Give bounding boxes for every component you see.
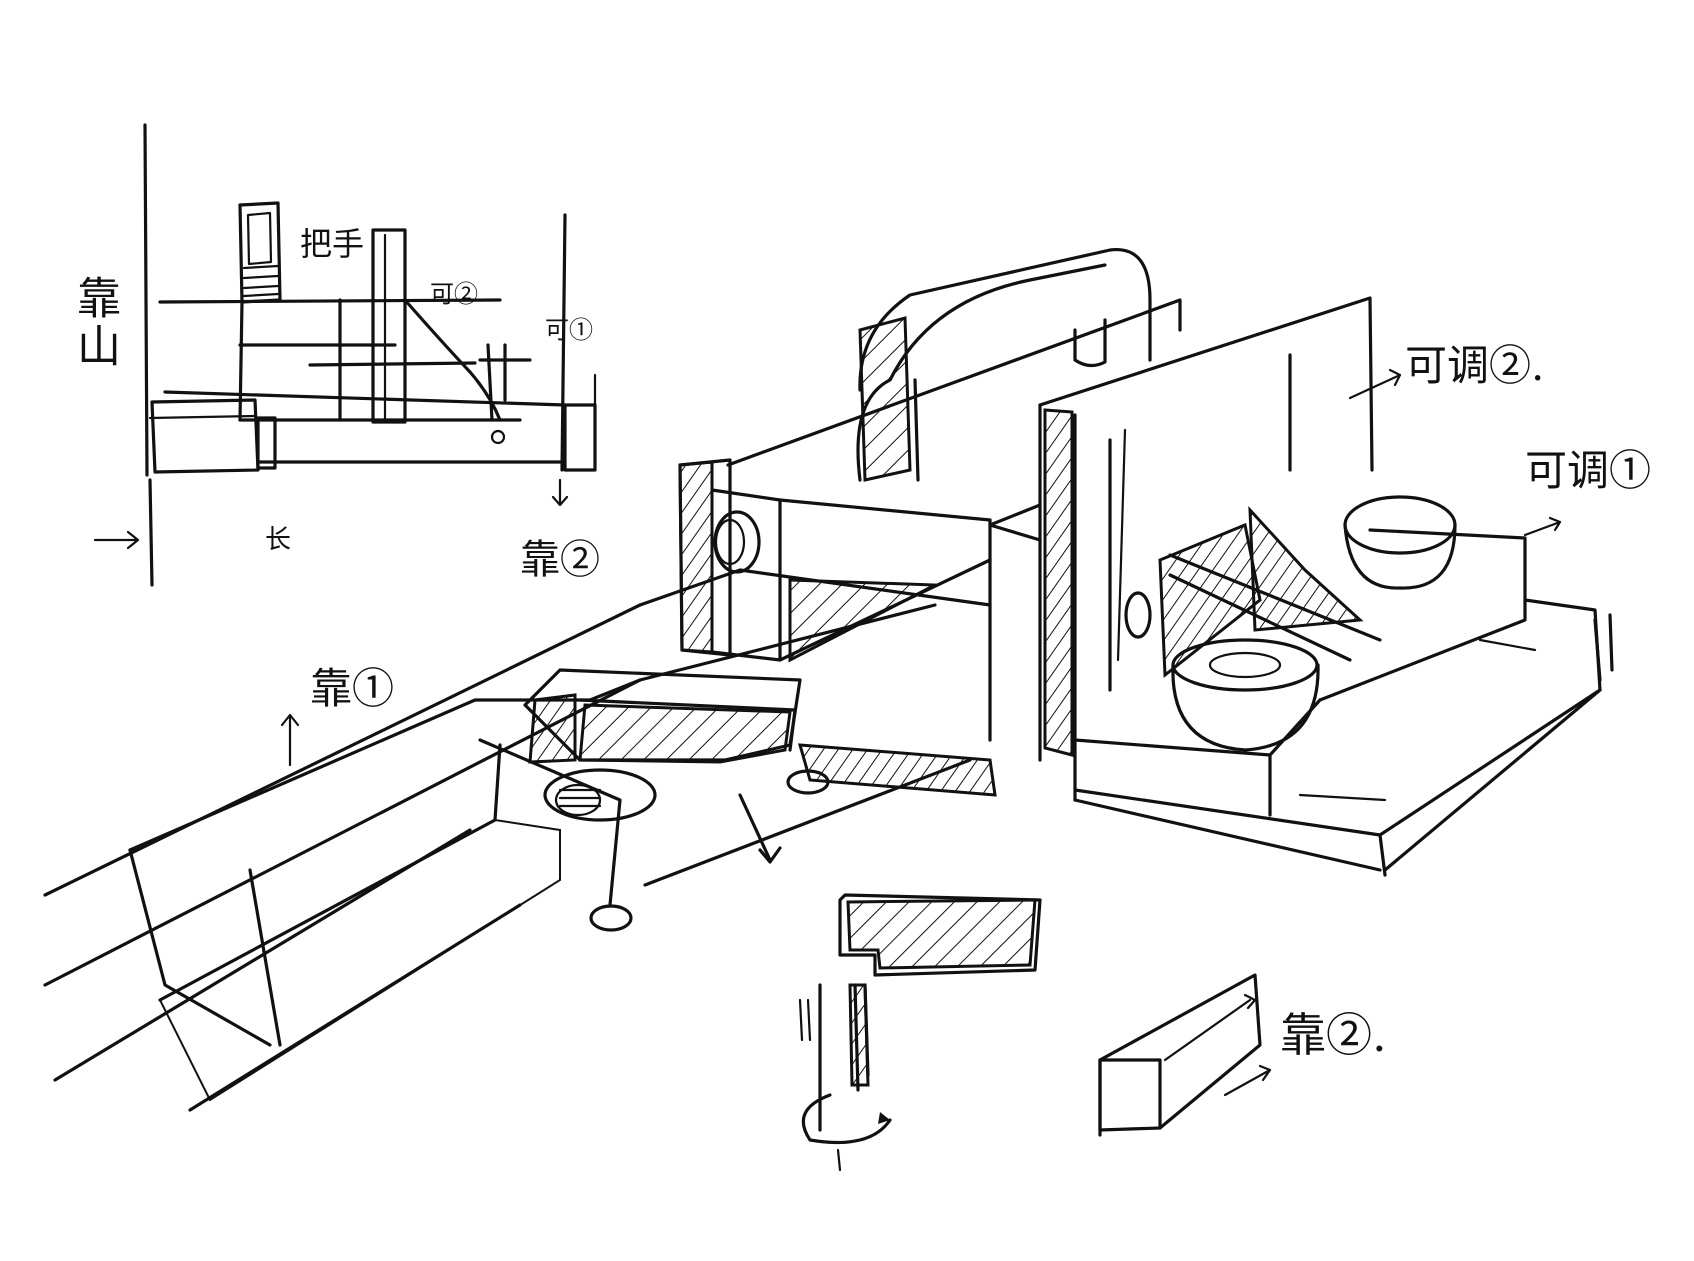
label-lean-2-small: 靠②: [520, 537, 600, 583]
label-adjustable-2: 可调②.: [1405, 341, 1545, 390]
label-adjustable-1-small: 可①: [545, 316, 593, 344]
label-adjustable-1: 可调①: [1525, 446, 1652, 495]
label-vertical-wall: 靠山: [69, 275, 120, 371]
section-view: [93, 123, 597, 587]
lean-detail: [1098, 973, 1272, 1137]
label-lean-1: 靠①: [310, 664, 395, 713]
rotation-detail: [798, 893, 1042, 1172]
machine-drawing: [43, 248, 1614, 1112]
label-length-mark: 长: [265, 525, 292, 555]
label-lean-2: 靠②.: [1280, 1008, 1387, 1062]
label-adjustable-2-small: 可②: [430, 280, 478, 308]
label-handle: 把手: [300, 225, 365, 263]
